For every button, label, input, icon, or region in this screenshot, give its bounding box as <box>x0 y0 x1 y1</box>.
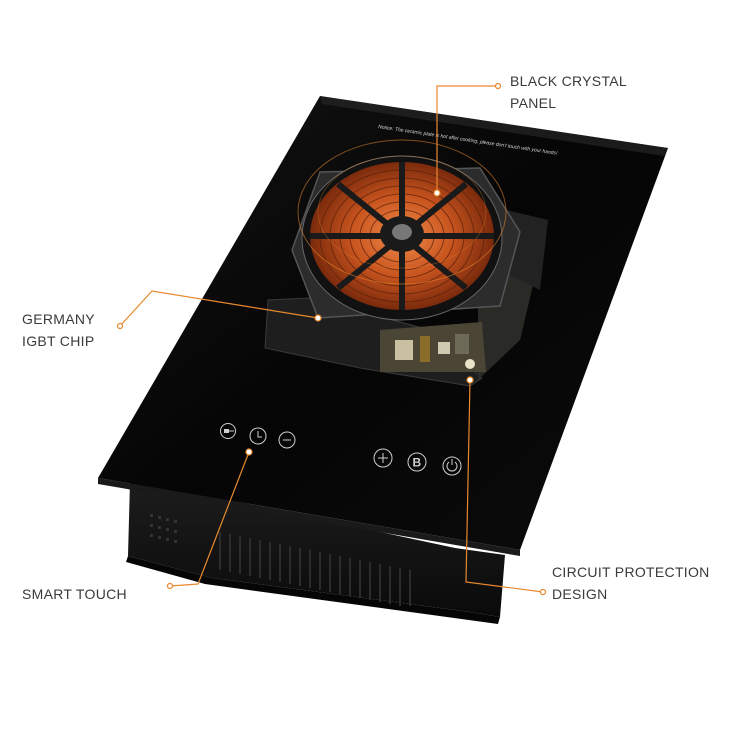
leader-black-crystal <box>436 85 498 193</box>
callout-circuit-line2: DESIGN <box>552 586 608 602</box>
leader-circuit <box>465 379 544 593</box>
callout-germany-line1: GERMANY <box>22 311 95 327</box>
plus-key[interactable] <box>373 448 393 468</box>
housing <box>126 482 505 624</box>
callout-smart-touch: SMART TOUCH <box>22 583 127 605</box>
callout-germany-line2: IGBT CHIP <box>22 333 95 349</box>
boost-icon: B <box>413 456 422 470</box>
callout-black-crystal-line1: BLACK CRYSTAL <box>510 73 627 89</box>
callout-black-crystal-line2: PANEL <box>510 95 557 111</box>
leader-igbt <box>119 290 319 327</box>
clock-icon <box>257 431 262 438</box>
callout-circuit-line1: CIRCUIT PROTECTION <box>552 564 710 580</box>
plus-icon <box>378 453 388 463</box>
power-key[interactable] <box>442 456 462 476</box>
callout-smart-touch-line1: SMART TOUCH <box>22 586 127 602</box>
callout-lines <box>116 82 547 596</box>
callout-circuit-protection: CIRCUIT PROTECTION DESIGN <box>552 561 710 605</box>
callout-germany-igbt-chip: GERMANY IGBT CHIP <box>22 308 95 352</box>
lock-key[interactable] <box>220 423 236 439</box>
vent-slots <box>219 532 411 606</box>
touch-keys-right: B <box>373 448 462 476</box>
side-vent-grid <box>150 514 177 543</box>
heating-coil <box>291 139 521 321</box>
boost-key[interactable]: B <box>407 452 427 472</box>
minus-key[interactable] <box>278 431 296 449</box>
leader-smart-touch <box>169 451 250 587</box>
power-icon <box>446 459 458 472</box>
igbt-circuit-board <box>380 322 486 372</box>
coil-glow-ring <box>297 139 507 285</box>
timer-key[interactable] <box>249 427 267 445</box>
callout-black-crystal-panel: BLACK CRYSTAL PANEL <box>510 70 627 114</box>
touch-keys-left <box>220 423 296 449</box>
lock-icon <box>224 429 229 433</box>
